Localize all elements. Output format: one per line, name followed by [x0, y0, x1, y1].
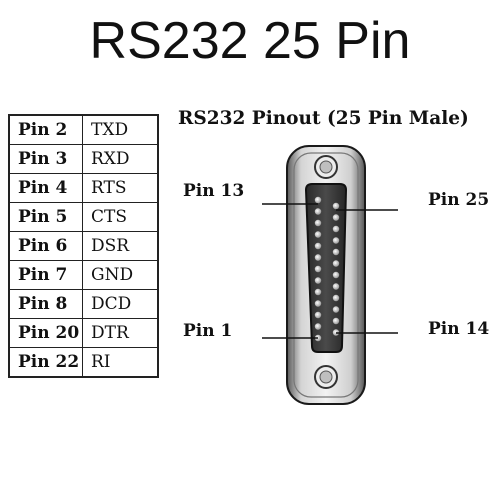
mounting-hole-top — [314, 155, 338, 179]
pin25-label: Pin 25 — [428, 190, 490, 210]
diagram-title: RS232 25 Pin — [89, 12, 411, 70]
pin-number-cell: Pin 2 — [8, 114, 83, 145]
pin-number-cell: Pin 20 — [8, 318, 83, 348]
pin-number-cell: Pin 7 — [8, 260, 83, 290]
connector-face — [304, 183, 348, 353]
signal-name-cell: DTR — [82, 318, 159, 348]
pin-number-cell: Pin 5 — [8, 202, 83, 232]
pin13-label: Pin 13 — [183, 181, 245, 201]
pin-number-cell: Pin 6 — [8, 231, 83, 261]
signal-name-cell: TXD — [82, 114, 159, 145]
signal-name-cell: RI — [82, 347, 159, 378]
pin-number-cell: Pin 22 — [8, 347, 83, 378]
table-row: Pin 22 RI — [8, 347, 159, 378]
connector-title: RS232 Pinout (25 Pin Male) — [178, 108, 469, 129]
pin14-label: Pin 14 — [428, 319, 490, 339]
signal-name-cell: RTS — [82, 173, 159, 203]
table-row: Pin 6 DSR — [8, 231, 159, 261]
pin-number-cell: Pin 8 — [8, 289, 83, 319]
db25-connector — [262, 145, 398, 405]
signal-name-cell: GND — [82, 260, 159, 290]
mounting-hole-bottom — [314, 365, 338, 389]
table-row: Pin 2 TXD — [8, 114, 159, 145]
table-row: Pin 20 DTR — [8, 318, 159, 348]
pin-number-cell: Pin 4 — [8, 173, 83, 203]
table-row: Pin 3 RXD — [8, 144, 159, 174]
table-row: Pin 4 RTS — [8, 173, 159, 203]
table-row: Pin 5 CTS — [8, 202, 159, 232]
pin-column-right — [332, 202, 340, 336]
table-row: Pin 7 GND — [8, 260, 159, 290]
signal-name-cell: RXD — [82, 144, 159, 174]
signal-name-cell: CTS — [82, 202, 159, 232]
table-row: Pin 8 DCD — [8, 289, 159, 319]
signal-name-cell: DCD — [82, 289, 159, 319]
pin1-label: Pin 1 — [183, 321, 233, 341]
signal-name-cell: DSR — [82, 231, 159, 261]
pin-number-cell: Pin 3 — [8, 144, 83, 174]
pin-assignment-table: Pin 2 TXD Pin 3 RXD Pin 4 RTS Pin 5 CTS … — [8, 114, 159, 378]
pin-column-left — [314, 196, 322, 342]
